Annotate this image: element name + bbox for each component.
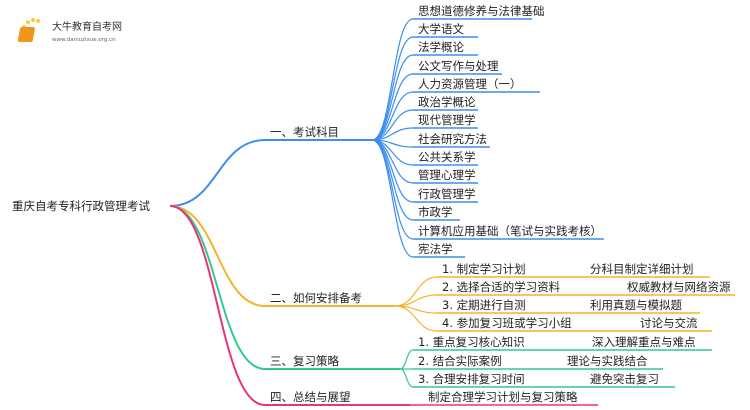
branch-connector xyxy=(169,205,266,370)
leaf-item: 1. 重点复习核心知识 xyxy=(418,335,525,349)
leaf-note: 讨论与交流 xyxy=(640,316,698,330)
leaf-item: 1. 制定学习计划 xyxy=(442,262,526,276)
branch-label-2: 二、如何安排备考 xyxy=(270,291,362,305)
logo-name: 大牛教育自考网 xyxy=(52,20,122,33)
leaf-item: 管理心理学 xyxy=(418,168,476,182)
leaf-item: 社会研究方法 xyxy=(418,132,487,146)
logo: 大牛教育自考网 www.daniuzixue.org.cn xyxy=(17,18,122,43)
leaf-connector xyxy=(371,18,414,141)
leaf-connector xyxy=(394,276,438,307)
leaf-note: 分科目制定详细计划 xyxy=(590,262,694,276)
leaf-note: 深入理解重点与难点 xyxy=(592,335,696,349)
leaf-note: 利用真题与模拟题 xyxy=(590,298,682,312)
leaf-item: 4. 参加复习班或学习小组 xyxy=(442,316,572,330)
leaf-connector xyxy=(371,73,414,141)
branch-connector xyxy=(169,205,266,307)
leaf-item: 公文写作与处理 xyxy=(418,59,499,73)
book-icon xyxy=(17,18,40,42)
leaf-item: 3. 定期进行自测 xyxy=(442,298,526,312)
leaf-item: 宪法学 xyxy=(418,242,453,256)
leaf-item: 现代管理学 xyxy=(418,113,476,127)
logo-url: www.daniuzixue.org.cn xyxy=(52,37,116,43)
leaf-note: 避免突击复习 xyxy=(590,372,659,386)
leaf-connector xyxy=(371,139,414,258)
leaf-item: 行政管理学 xyxy=(418,187,476,201)
leaf-item: 法学概论 xyxy=(418,40,464,54)
leaf-item: 大学语文 xyxy=(418,22,464,36)
leaf-connector xyxy=(371,36,414,141)
leaf-connector xyxy=(371,54,414,141)
leaf-note: 理论与实践结合 xyxy=(567,354,648,368)
branch-connector xyxy=(169,139,266,207)
leaf-item: 2. 选择合适的学习资料 xyxy=(442,280,561,294)
leaf-connector xyxy=(394,305,438,332)
leaf-connector xyxy=(399,349,414,370)
leaf-connector xyxy=(399,368,414,388)
leaf-connector xyxy=(371,139,414,240)
leaf-item: 政治学概论 xyxy=(418,95,476,109)
leaf-item: 2. 结合实际案例 xyxy=(418,354,502,368)
branch-label-1: 一、考试科目 xyxy=(270,125,339,139)
leaf-note: 权威教材与网络资源 xyxy=(627,280,731,294)
leaf-item: 公共关系学 xyxy=(418,150,476,164)
leaf-item: 市政学 xyxy=(418,205,453,219)
branch-label-4: 四、总结与展望 xyxy=(270,390,351,404)
leaf-item: 思想道德修养与法律基础 xyxy=(418,4,545,18)
leaf-item: 计算机应用基础（笔试与实践考核） xyxy=(418,224,602,238)
leaf-item: 制定合理学习计划与复习策略 xyxy=(428,390,578,404)
leaf-item: 人力资源管理（一） xyxy=(418,77,522,91)
root-node: 重庆自考专科行政管理考试 xyxy=(12,199,150,213)
leaf-item: 3. 合理安排复习时间 xyxy=(418,372,525,386)
branch-label-3: 三、复习策略 xyxy=(270,354,339,368)
branch-connector xyxy=(169,205,266,406)
leaf-connector xyxy=(371,139,414,203)
